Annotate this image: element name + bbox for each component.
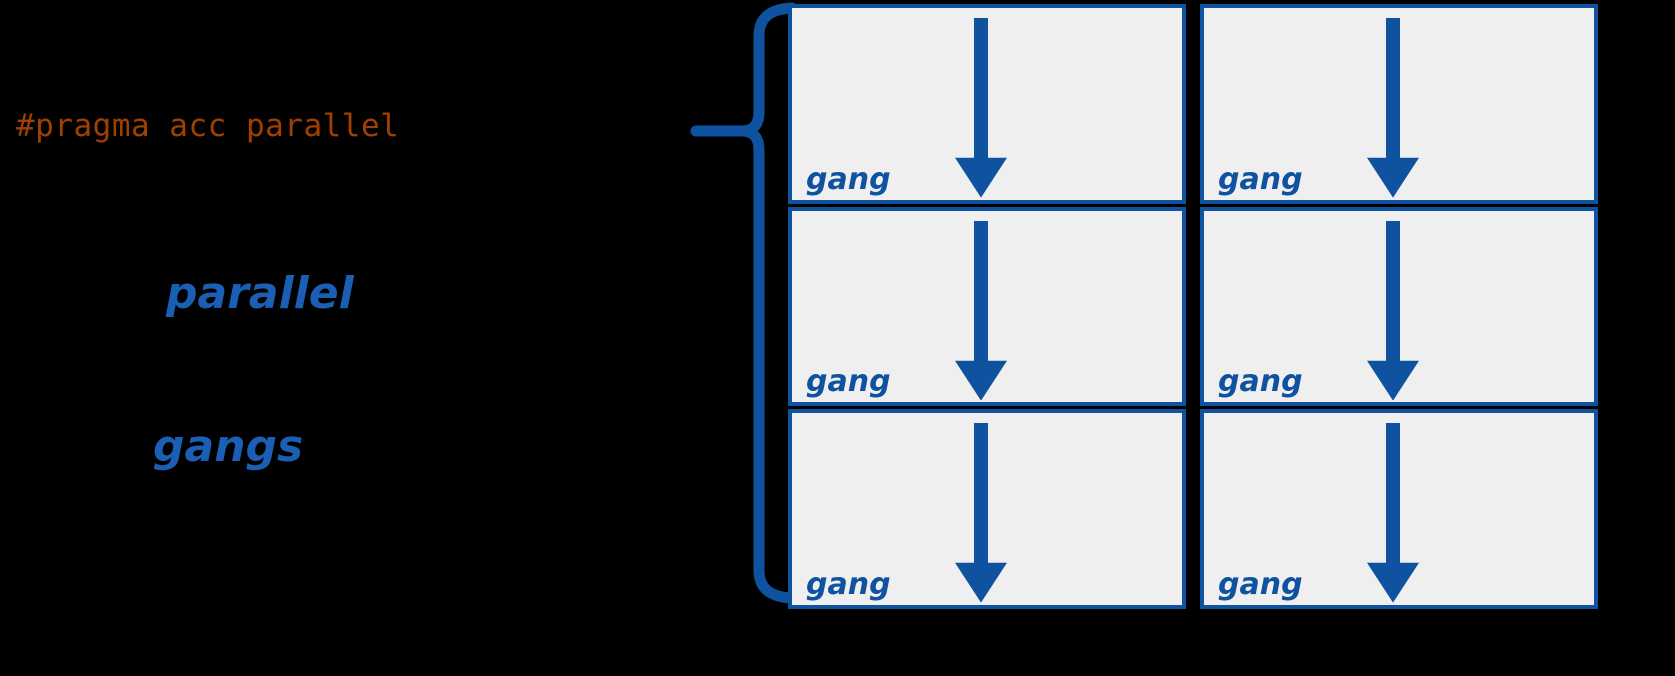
gang-box[interactable]: gang — [1200, 409, 1598, 609]
label-parallel: parallel — [166, 268, 354, 319]
gang-box[interactable]: gang — [788, 409, 1186, 609]
arrow-down-glyph — [1367, 220, 1419, 401]
gang-label: gang — [806, 364, 891, 400]
gang-label: gang — [1218, 161, 1303, 197]
arrow-down-icon — [1367, 220, 1419, 401]
arrow-down-icon — [955, 423, 1007, 603]
gang-box[interactable]: gang — [788, 4, 1186, 204]
arrow-down-icon — [1367, 423, 1419, 603]
arrow-down-icon — [955, 220, 1007, 401]
pragma-code-text: #pragma acc parallel — [16, 108, 400, 144]
label-gangs: gangs — [153, 421, 304, 472]
grouping-brace-icon — [690, 2, 798, 604]
gang-label: gang — [1218, 567, 1303, 602]
gang-box[interactable]: gang — [788, 206, 1186, 407]
arrow-down-glyph — [955, 18, 1007, 198]
arrow-down-glyph — [1367, 18, 1419, 198]
arrow-down-icon — [1367, 18, 1419, 198]
gang-label: gang — [1218, 364, 1303, 400]
grouping-brace — [640, 0, 810, 620]
gang-box[interactable]: gang — [1200, 4, 1598, 204]
gang-label: gang — [806, 161, 891, 197]
gang-box[interactable]: gang — [1200, 206, 1598, 407]
arrow-down-glyph — [955, 423, 1007, 603]
arrow-down-glyph — [955, 220, 1007, 401]
gang-label: gang — [806, 567, 891, 602]
arrow-down-glyph — [1367, 423, 1419, 603]
arrow-down-icon — [955, 18, 1007, 198]
gang-grid: gang gang gang gang — [788, 4, 1598, 609]
